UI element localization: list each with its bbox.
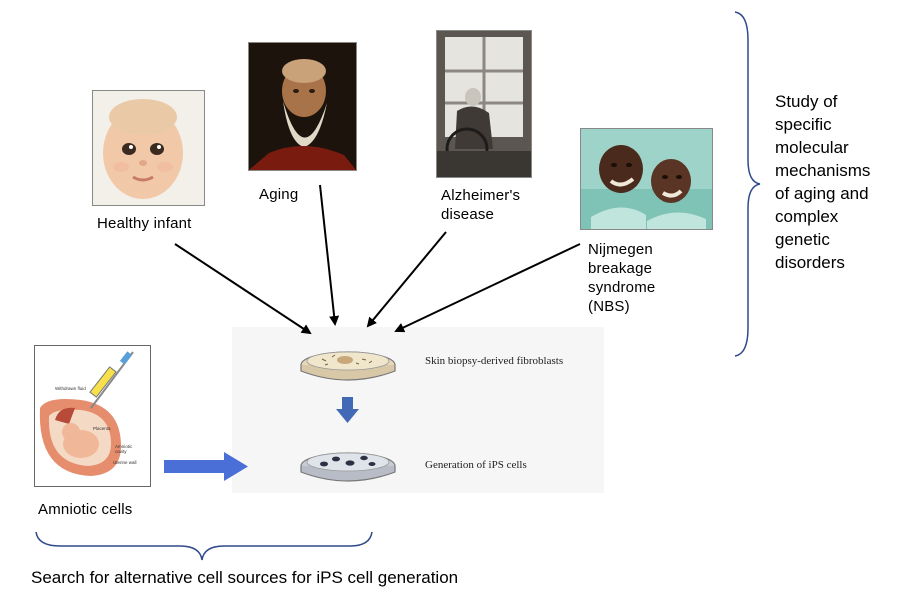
right-note: Study of specific molecular mechanisms o… (775, 92, 871, 272)
ips-dish-icon (300, 452, 396, 482)
arrow-alzheimers (366, 231, 447, 328)
arrow-nbs (394, 243, 581, 333)
bottom-note: Search for alternative cell sources for … (31, 568, 459, 587)
amniotic-cells-label: Amniotic cells (38, 501, 133, 518)
healthy-infant-photo (92, 90, 205, 206)
arrow-infant (174, 243, 312, 335)
uterine-wall-text: Uterine wall (113, 460, 137, 465)
arrow-aging (319, 184, 340, 326)
nbs-label: Nijmegen breakage syndrome (NBS) (588, 241, 656, 315)
blue-arrow-icon (164, 452, 248, 481)
fibroblast-dish-icon (300, 351, 396, 381)
alzheimers-label: Alzheimer's disease (441, 187, 521, 223)
placenta-text: Placenta (93, 426, 111, 431)
alzheimers-photo (436, 30, 532, 178)
nbs-photo (580, 128, 713, 230)
withdrawn-fluid-text: Withdrawn fluid (55, 386, 86, 391)
process-panel: Skin biopsy-derived fibroblasts Generati… (232, 327, 604, 493)
aging-photo (248, 42, 357, 171)
aging-label: Aging (259, 186, 299, 203)
fibroblasts-text: Skin biopsy-derived fibroblasts (425, 355, 564, 367)
down-arrow-icon (336, 397, 359, 423)
ips-generation-text: Generation of iPS cells (425, 459, 527, 471)
right-brace (734, 11, 761, 357)
bottom-brace (35, 531, 373, 561)
healthy-infant-label: Healthy infant (97, 215, 192, 232)
